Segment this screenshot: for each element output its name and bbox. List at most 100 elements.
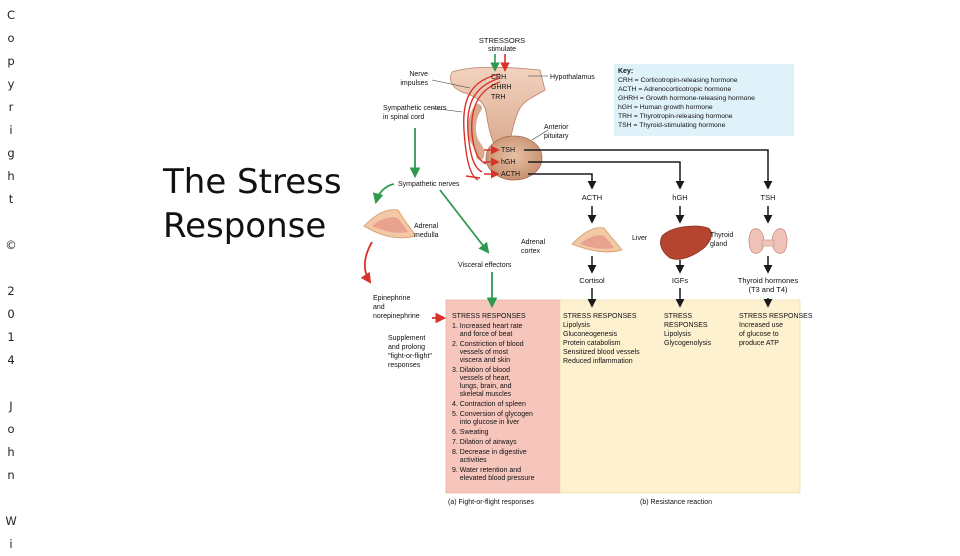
epinephrine-label-3: norepinephrine xyxy=(373,313,420,320)
cortisol-responses-list: Lipolysis Gluconeogenesis Protein catabo… xyxy=(563,322,640,365)
medulla-to-epinephrine-arrow xyxy=(360,241,373,284)
crh-label: CRH xyxy=(491,74,506,81)
copyright-char: 2 xyxy=(7,284,15,298)
thyroid-responses-list: Increased use of glucose to produce ATP xyxy=(739,322,783,347)
fight-flight-item: 9. Water retention and xyxy=(452,467,521,474)
supplement-line-3: "fight-or-flight" xyxy=(388,353,432,360)
hgh-response-item: Lipolysis xyxy=(664,331,691,338)
fight-flight-item: 5. Conversion of glycogen xyxy=(452,411,533,418)
copyright-char: W xyxy=(5,514,17,528)
fight-flight-item: vessels of most xyxy=(452,349,508,356)
thyroid-gland-label-2: gland xyxy=(710,241,727,248)
nerve-fibers xyxy=(463,73,501,181)
fight-flight-item: elevated blood pressure xyxy=(452,475,535,482)
copyright-char: y xyxy=(7,77,15,91)
anterior-pituitary-label-2: pituitary xyxy=(544,133,569,140)
fight-flight-item: 8. Decrease in digestive xyxy=(452,449,527,456)
copyright-char: r xyxy=(8,100,14,114)
copyright-char: 4 xyxy=(7,353,15,367)
copyright-char: h xyxy=(7,169,15,183)
copyright-char: p xyxy=(7,54,15,68)
hypothalamus-label: Hypothalamus xyxy=(550,74,595,81)
fight-flight-item: into glucose in liver xyxy=(452,419,520,426)
tsh-pituitary-label: TSH xyxy=(501,147,515,154)
stressors-label: STRESSORS xyxy=(479,36,525,45)
fight-flight-item: activities xyxy=(452,457,487,464)
fight-flight-item: 7. Dilation of airways xyxy=(452,439,517,446)
thyroid-illustration xyxy=(748,228,788,254)
hgh-pituitary-label: hGH xyxy=(501,159,515,166)
fight-flight-item: viscera and skin xyxy=(452,357,510,364)
fight-flight-item: 3. Dilation of blood xyxy=(452,367,510,374)
sympathetic-nerves-to-medulla-arrow xyxy=(372,183,395,205)
anterior-pituitary-label: Anterior xyxy=(544,124,569,131)
key-line: hGH = Human growth hormone xyxy=(618,104,713,111)
fight-flight-item: and force of beat xyxy=(452,331,512,338)
adrenal-medulla-illustration xyxy=(363,209,417,239)
hgh-responses-heading: STRESS xyxy=(664,313,692,320)
copyright-vertical-text: C o p y r i g h t © 2 0 1 4 J o h n W i xyxy=(4,4,18,556)
sympathetic-centers-leader xyxy=(431,107,463,113)
nerve-impulses-leader xyxy=(431,79,471,89)
copyright-char: © xyxy=(5,238,17,252)
visceral-effectors-label: Visceral effectors xyxy=(458,262,512,269)
fight-flight-item: lungs, brain, and xyxy=(452,383,512,390)
key-line: TSH = Thyroid-stimulating hormone xyxy=(618,122,726,129)
sympathetic-nerves-to-effectors-arrow xyxy=(439,189,490,254)
cortisol-response-item: Protein catabolism xyxy=(563,340,621,347)
thyroid-response-item: of glucose to xyxy=(739,331,779,338)
adrenal-cortex-label: Adrenal xyxy=(521,239,546,246)
thyroid-gland-label: Thyroid xyxy=(710,232,733,239)
copyright-char: g xyxy=(7,146,15,160)
copyright-char: J xyxy=(9,399,13,413)
tsh-column-label: TSH xyxy=(761,193,776,202)
cortisol-response-item: Lipolysis xyxy=(563,322,590,329)
thyroid-response-item: Increased use xyxy=(739,322,783,329)
key-line: TRH = Thyrotropin-releasing hormone xyxy=(618,113,733,120)
copyright-char: o xyxy=(7,31,15,45)
adrenal-medulla-label: Adrenal xyxy=(414,223,439,230)
epinephrine-label: Epinephrine xyxy=(373,295,410,302)
nerve-impulses-line-2: impulses xyxy=(400,80,428,87)
fight-flight-item: 4. Contraction of spleen xyxy=(452,401,526,408)
sympathetic-centers-label: Sympathetic centers xyxy=(383,105,447,112)
igfs-label: IGFs xyxy=(672,276,688,285)
thyroid-response-item: produce ATP xyxy=(739,340,779,347)
hgh-responses-list: Lipolysis Glycogenolysis xyxy=(664,331,712,347)
nerve-impulses-label-2: impulses xyxy=(400,80,428,87)
key-panel xyxy=(614,64,794,136)
pituitary-hormone-lines xyxy=(484,145,773,190)
copyright-char: h xyxy=(7,445,15,459)
liver-label: Liver xyxy=(632,235,648,242)
copyright-char: i xyxy=(9,123,13,137)
nerve-impulses-label: Nerve xyxy=(409,71,428,78)
anterior-pituitary-leader xyxy=(531,129,549,141)
key-line: CRH = Corticotropin-releasing hormone xyxy=(618,77,738,84)
hgh-responses-heading-2: RESPONSES xyxy=(664,322,708,329)
fight-flight-list: 1. Increased heart rate and force of bea… xyxy=(452,323,535,482)
key-line: ACTH = Adrenocorticotropic hormone xyxy=(618,86,731,93)
cortisol-responses-heading: STRESS RESPONSES xyxy=(563,313,637,320)
sympathetic-nerves-label: Sympathetic nerves xyxy=(398,181,460,188)
thyroid-hormones-label: Thyroid hormones xyxy=(738,276,799,285)
cortisol-label: Cortisol xyxy=(579,276,605,285)
adrenal-cortex-label-2: cortex xyxy=(521,248,541,255)
fight-flight-item: 1. Increased heart rate xyxy=(452,323,523,330)
slide-title-line-1: The Stress xyxy=(163,162,342,202)
copyright-char: C xyxy=(6,8,16,22)
fight-flight-item: skeletal muscles xyxy=(452,391,512,398)
slide-title: The Stress Response xyxy=(163,160,342,248)
stimulate-label: stimulate xyxy=(488,46,516,53)
thyroid-responses-heading: STRESS RESPONSES xyxy=(739,313,813,320)
key-line: GHRH = Growth hormone-releasing hormone xyxy=(618,95,755,102)
fight-or-flight-panel xyxy=(445,299,561,494)
copyright-char: o xyxy=(7,422,15,436)
hgh-column-label: hGH xyxy=(672,193,687,202)
supplement-line-1: Supplement xyxy=(388,335,425,342)
slide-title-line-2: Response xyxy=(163,206,327,246)
key-title: Key: xyxy=(618,68,633,75)
copyright-char: 1 xyxy=(7,330,15,344)
fight-flight-heading: STRESS RESPONSES xyxy=(452,313,526,320)
hgh-response-item: Glycogenolysis xyxy=(664,340,712,347)
cortisol-response-item: Sensitized blood vessels xyxy=(563,349,640,356)
